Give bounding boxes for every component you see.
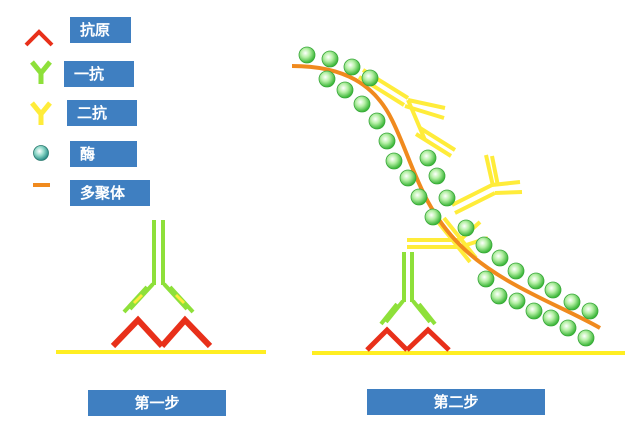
step1-primary-antibody — [122, 220, 195, 314]
step1-label: 第一步 — [88, 390, 226, 416]
step1-antigen-left — [110, 315, 165, 349]
antigen-icon — [24, 29, 54, 47]
step2-antigen-right — [405, 326, 451, 352]
legend-label-antigen: 抗原 — [70, 17, 131, 43]
step1-antigen-right — [159, 315, 213, 349]
step2-primary-antibody — [379, 252, 437, 326]
legend-label-primary-antibody: 一抗 — [64, 61, 134, 87]
step2-enzymes — [298, 46, 599, 347]
step2-label: 第二步 — [367, 389, 545, 415]
legend-label-enzyme: 酶 — [70, 141, 137, 167]
step2-secondary-antibodies — [357, 68, 523, 264]
enzyme-icon — [33, 145, 49, 161]
step1-illustration — [56, 220, 266, 354]
secondary-antibody-icon — [30, 101, 52, 125]
primary-antibody-icon — [30, 60, 52, 84]
step2-polymer — [291, 64, 601, 330]
step2-antigen-left — [365, 326, 409, 352]
legend-label-polymer: 多聚体 — [70, 180, 150, 206]
step2-illustration — [291, 46, 625, 355]
legend-label-secondary-antibody: 二抗 — [67, 100, 137, 126]
